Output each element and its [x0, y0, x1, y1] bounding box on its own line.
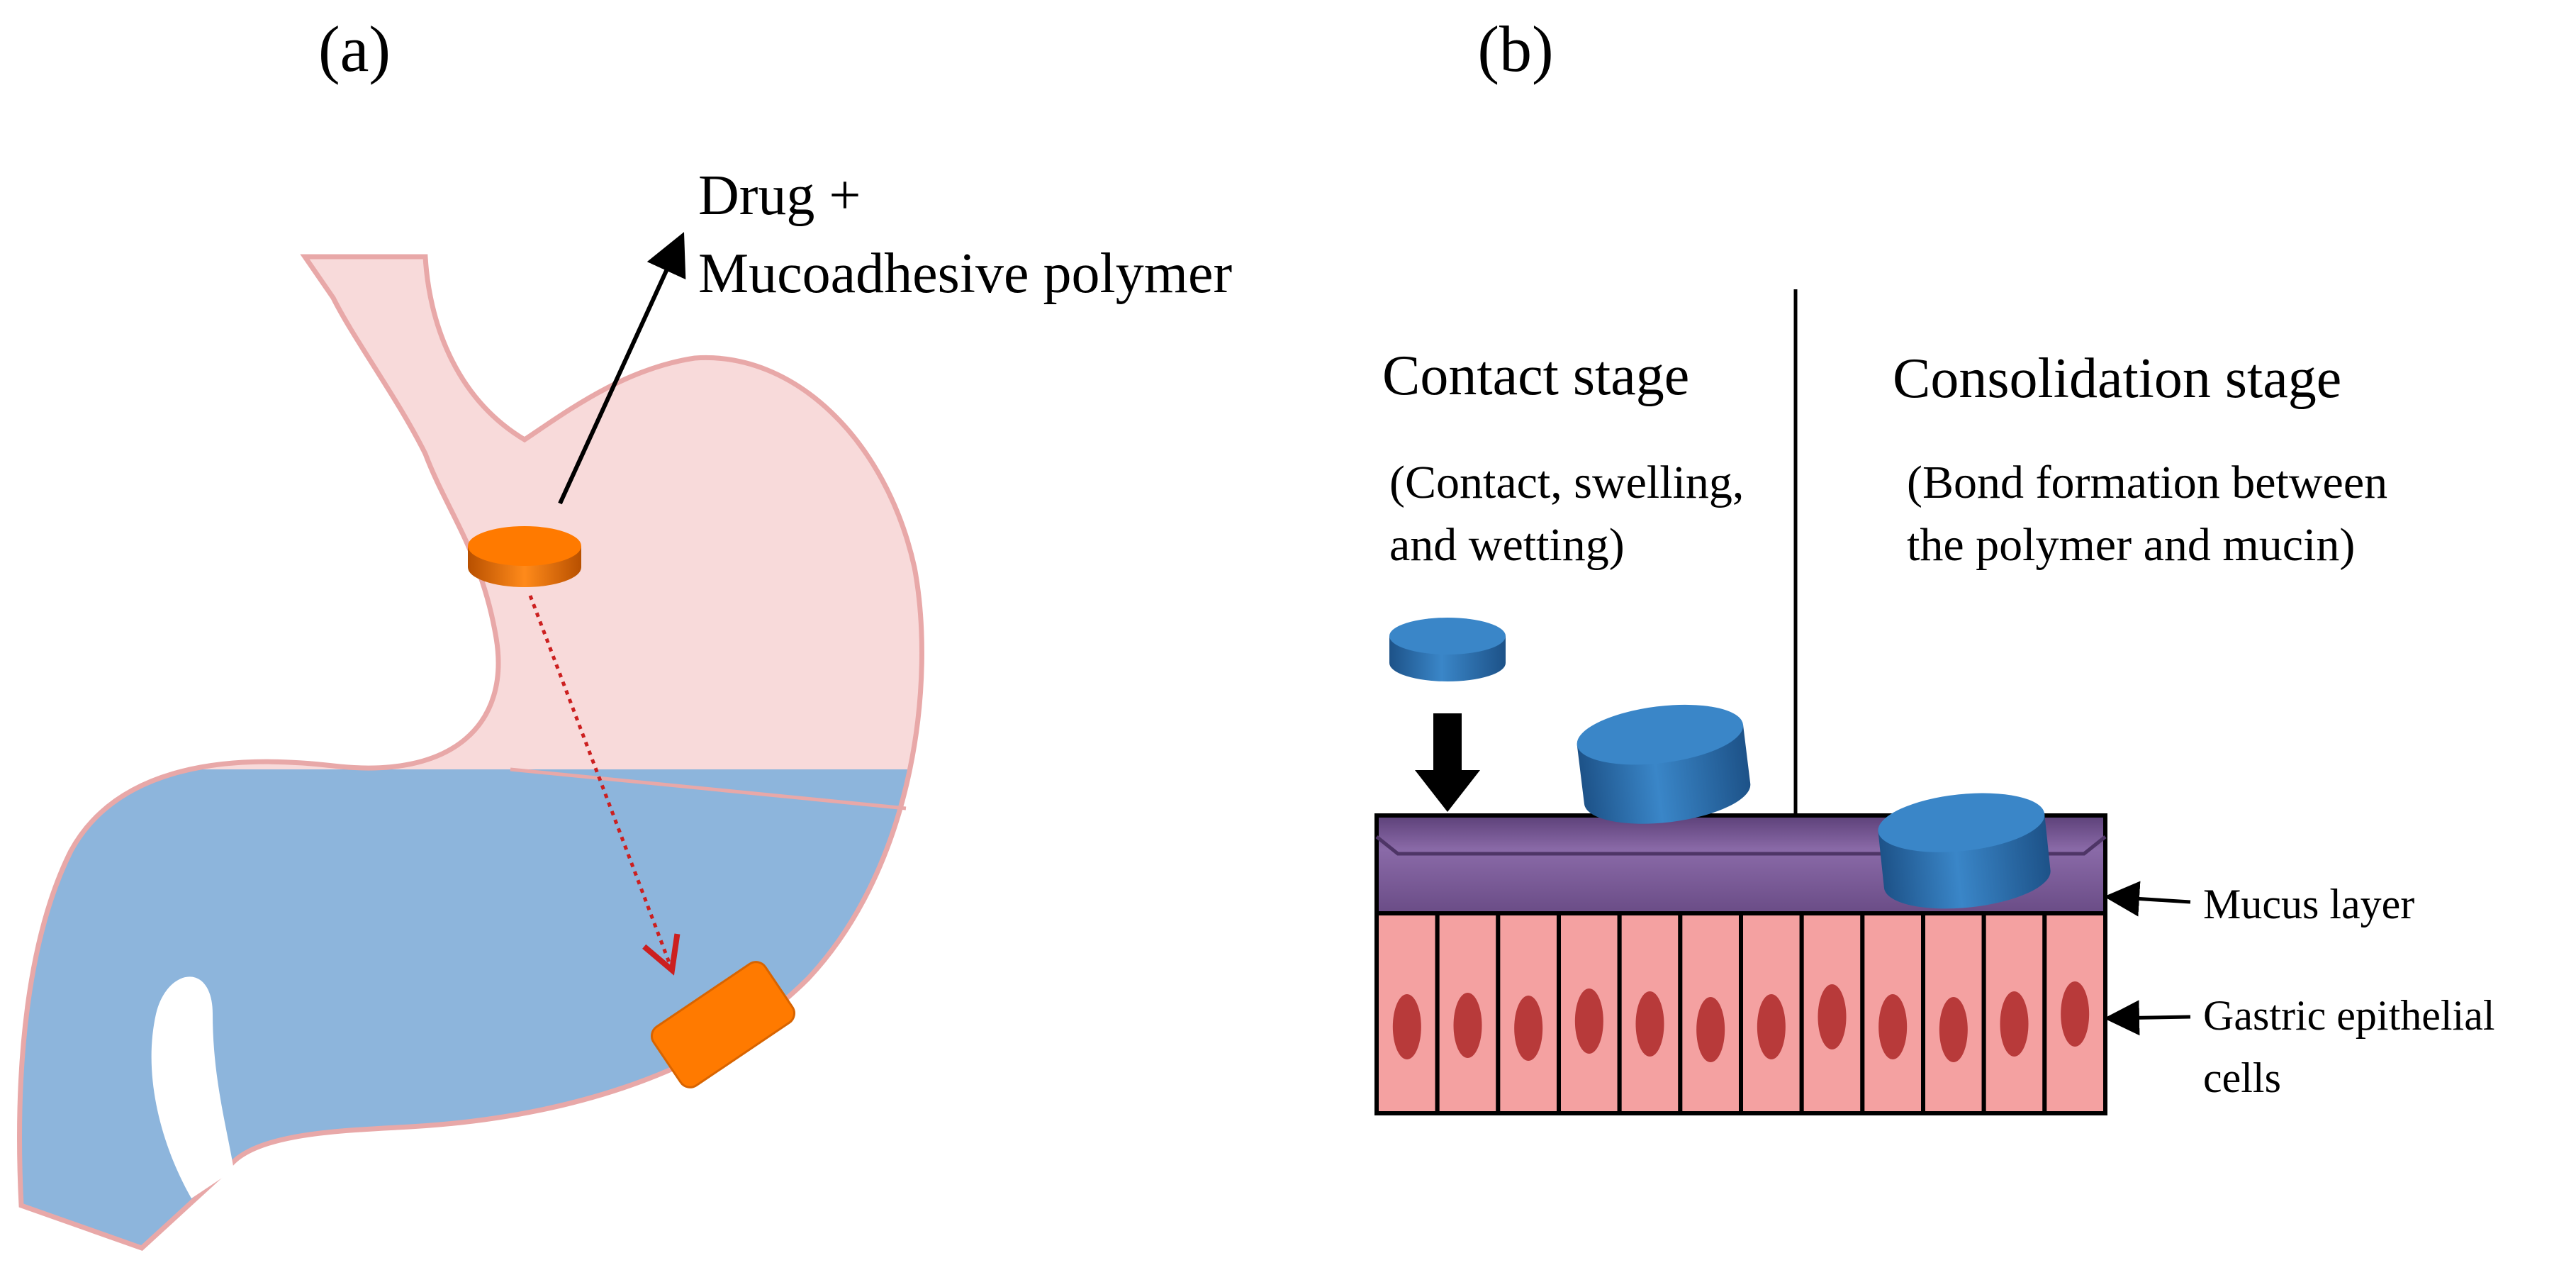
cell-nucleus	[1392, 994, 1421, 1059]
cell-nucleus	[1818, 984, 1847, 1049]
drug-tablet-top	[468, 526, 581, 587]
mucus-pointer	[2104, 881, 2191, 917]
epithelial-cell	[1799, 911, 1865, 1115]
falling-tablet	[1389, 618, 1506, 681]
tablet-top-face	[468, 526, 581, 566]
swollen-tablet	[1577, 704, 1751, 824]
cell-nucleus	[1696, 997, 1725, 1062]
cell-nucleus	[1514, 996, 1543, 1061]
consolidation-stage-detail-line1: (Bond formation between	[1907, 457, 2387, 508]
cell-nucleus	[1453, 993, 1482, 1058]
stomach	[17, 254, 924, 1251]
epithelial-cell-row	[1374, 911, 2107, 1115]
cell-nucleus	[2061, 981, 2090, 1047]
drug-annotation-line1: Drug +	[698, 165, 861, 227]
swollen-tablet-top	[1577, 704, 1744, 765]
consolidation-stage-detail-line2: the polymer and mucin)	[1907, 519, 2355, 571]
panel-b-label: (b)	[1477, 13, 1553, 85]
embedded-tablet-top	[1878, 793, 2045, 852]
panel-a-label: (a)	[318, 13, 391, 85]
contact-stage-detail-line2: and wetting)	[1389, 519, 1625, 571]
drug-annotation-line2: Mucoadhesive polymer	[698, 243, 1232, 305]
cell-nucleus	[1939, 997, 1968, 1062]
down-arrow	[1415, 713, 1480, 812]
panel-b: (b) Contact stage (Contact, swelling, an…	[1374, 13, 2495, 1115]
stomach-upper-region	[179, 254, 924, 769]
mucus-layer-label: Mucus layer	[2203, 881, 2414, 928]
contact-stage-title: Contact stage	[1382, 345, 1689, 407]
panel-a: (a) Drug + Mucoadhesive polymer	[17, 13, 1232, 1251]
mucus-bevel	[1375, 835, 2107, 856]
cell-nucleus	[1878, 994, 1908, 1059]
annotation-arrow	[558, 232, 686, 505]
cell-nucleus	[1574, 988, 1603, 1054]
contact-stage-detail-line1: (Contact, swelling,	[1389, 457, 1744, 508]
epithelial-label-line1: Gastric epithelial	[2203, 992, 2495, 1039]
falling-tablet-top	[1389, 618, 1506, 655]
epithelial-label-line2: cells	[2203, 1054, 2281, 1101]
cell-nucleus	[1635, 991, 1664, 1057]
region-boundary	[510, 767, 907, 811]
cell-nucleus	[1757, 994, 1786, 1059]
duodenum-outline	[151, 976, 234, 1198]
stomach-lower-region	[17, 769, 913, 1251]
epithelial-pointer	[2104, 1000, 2191, 1036]
descent-arrow	[528, 595, 681, 976]
adhered-tablet-body	[650, 961, 796, 1088]
consolidation-stage-title: Consolidation stage	[1893, 347, 2341, 410]
cell-nucleus	[2000, 991, 2029, 1057]
embedded-tablet	[1878, 793, 2051, 909]
drug-tablet-adhered	[650, 961, 796, 1088]
